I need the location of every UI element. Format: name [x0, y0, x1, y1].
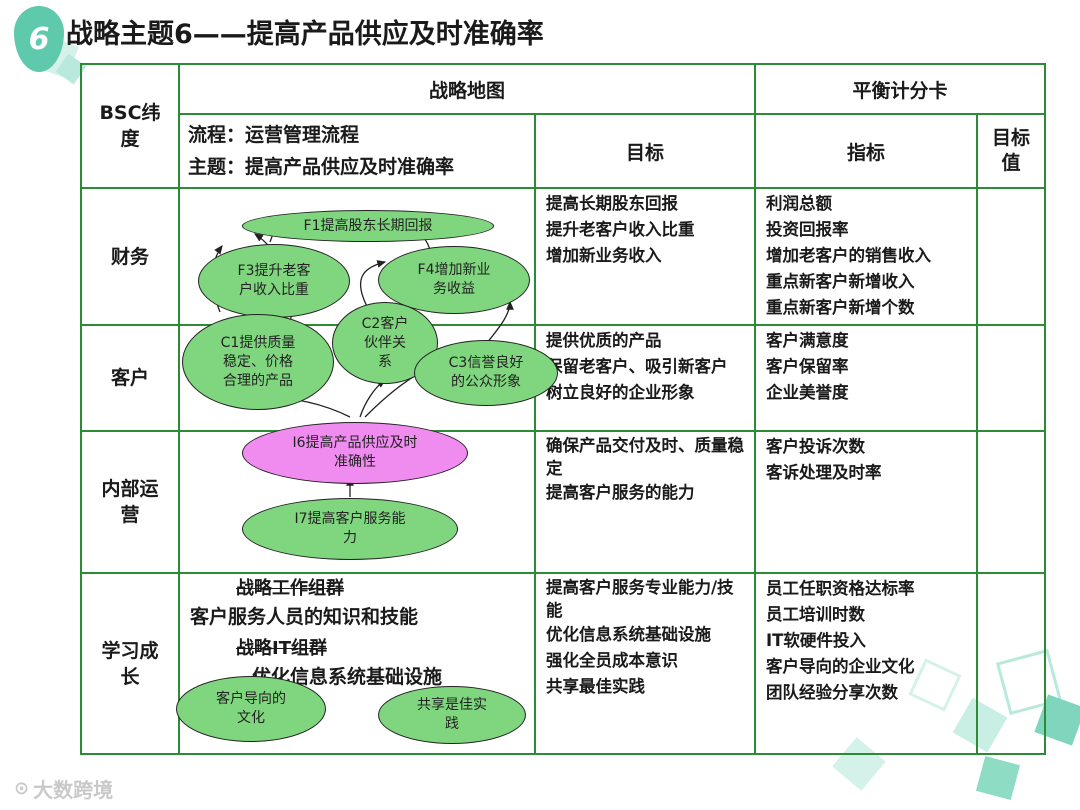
node-f3: F3提升老客户收入比重 [198, 244, 350, 318]
arrow-i6-c2 [359, 379, 387, 418]
target-cell [976, 572, 1047, 755]
target-cell [976, 430, 1047, 574]
objective-item: 确保产品交付及时、质量稳定 [546, 436, 744, 478]
indicator-item: 员工任职资格达标率 [766, 579, 915, 598]
strategy-map: F1提高股东长期回报 F3提升老客户收入比重 F4增加新业务收益 C1提供质量稳… [176, 182, 558, 754]
objectives-finance: 提高长期股东回报 提升老客户收入比重 增加新业务收入 [533, 187, 757, 326]
dimension-learning: 学习成长 [80, 572, 180, 755]
learning-line2: 优化信息系统基础设施 [252, 666, 443, 688]
indicator-item: 员工培训时数 [766, 605, 866, 624]
objectives-learning: 提高客户服务专业能力/技能 优化信息系统基础设施 强化全员成本意识 共享最佳实践 [533, 572, 757, 755]
learning-line1: 客户服务人员的知识和技能 [190, 606, 419, 628]
dimension-customer: 客户 [80, 324, 180, 432]
node-i7: I7提高客户服务能力 [242, 498, 458, 560]
objective-item: 强化全员成本意识 [546, 651, 678, 670]
watermark: ⊙ 大数跨境 [14, 778, 114, 802]
watermark-logo-icon: ⊙ [14, 778, 30, 799]
slide-number-badge: 6 [14, 6, 64, 72]
indicator-item: 增加老客户的销售收入 [766, 246, 932, 265]
objectives-customer: 提供优质的产品 保留老客户、吸引新客户 树立良好的企业形象 [533, 324, 757, 432]
indicator-item: 重点新客户新增收入 [766, 272, 915, 291]
objective-item: 树立良好的企业形象 [546, 383, 695, 402]
indicator-item: 投资回报率 [766, 220, 849, 239]
indicator-item: 企业美誉度 [766, 383, 849, 402]
learning-group1: 战略工作组群 [236, 578, 344, 599]
process-line: 流程：运营管理流程 [188, 124, 360, 146]
process-theme-cell: 流程：运营管理流程 主题：提高产品供应及时准确率 [178, 113, 536, 189]
indicator-item: 客户导向的企业文化 [766, 657, 915, 676]
objectives-internal: 确保产品交付及时、质量稳定 提高客户服务的能力 [533, 430, 757, 574]
header-strategy-map: 战略地图 [177, 63, 757, 115]
target-cell [976, 187, 1047, 326]
node-f1: F1提高股东长期回报 [242, 210, 494, 242]
header-objective: 目标 [533, 113, 757, 189]
indicator-item: IT软硬件投入 [766, 631, 866, 650]
indicator-item: 利润总额 [766, 194, 833, 213]
slide-title: 战略主题6——提高产品供应及时准确率 [66, 19, 544, 50]
indicator-item: 重点新客户新增个数 [766, 298, 915, 317]
objective-item: 增加新业务收入 [546, 246, 662, 265]
objective-item: 提高客户服务的能力 [546, 483, 695, 502]
objective-item: 优化信息系统基础设施 [546, 625, 711, 644]
header-target-value: 目标值 [976, 113, 1047, 189]
indicator-item: 客户保留率 [766, 357, 849, 376]
objective-item: 共享最佳实践 [546, 677, 645, 696]
indicators-customer: 客户满意度 客户保留率 企业美誉度 [754, 324, 979, 432]
header-indicator: 指标 [754, 113, 979, 189]
indicator-item: 客诉处理及时率 [766, 463, 882, 482]
target-cell [976, 324, 1047, 432]
indicators-learning: 员工任职资格达标率 员工培训时数 IT软硬件投入 客户导向的企业文化 团队经验分… [754, 572, 979, 755]
node-l2: 共享是佳实践 [378, 686, 526, 744]
indicator-item: 团队经验分享次数 [766, 683, 899, 702]
theme-line: 主题：提高产品供应及时准确率 [188, 156, 455, 178]
decor-square [975, 755, 1021, 801]
dimension-internal: 内部运营 [80, 430, 180, 574]
learning-group2: 战略IT组群 [236, 638, 327, 659]
header-bsc-dimension: BSC纬度 [80, 63, 180, 189]
indicators-internal: 客户投诉次数 客诉处理及时率 [754, 430, 979, 574]
node-l1: 客户导向的文化 [176, 676, 326, 742]
indicators-finance: 利润总额 投资回报率 增加老客户的销售收入 重点新客户新增收入 重点新客户新增个… [754, 187, 979, 326]
objective-item: 提升老客户收入比重 [546, 220, 695, 239]
node-c3: C3信誉良好的公众形象 [414, 340, 558, 406]
node-f4: F4增加新业务收益 [378, 246, 530, 314]
dimension-finance: 财务 [80, 187, 180, 326]
indicator-item: 客户投诉次数 [766, 437, 866, 456]
arrow-c2-f4 [359, 260, 387, 313]
objective-item: 提高客户服务专业能力/技能 [546, 578, 734, 620]
objective-item: 保留老客户、吸引新客户 [546, 357, 728, 376]
node-c1: C1提供质量稳定、价格合理的产品 [182, 314, 334, 410]
indicator-item: 客户满意度 [766, 331, 849, 350]
node-i6: I6提高产品供应及时准确性 [242, 422, 468, 484]
objective-item: 提供优质的产品 [546, 331, 662, 350]
objective-item: 提高长期股东回报 [546, 194, 678, 213]
header-scorecard: 平衡计分卡 [754, 63, 1047, 115]
